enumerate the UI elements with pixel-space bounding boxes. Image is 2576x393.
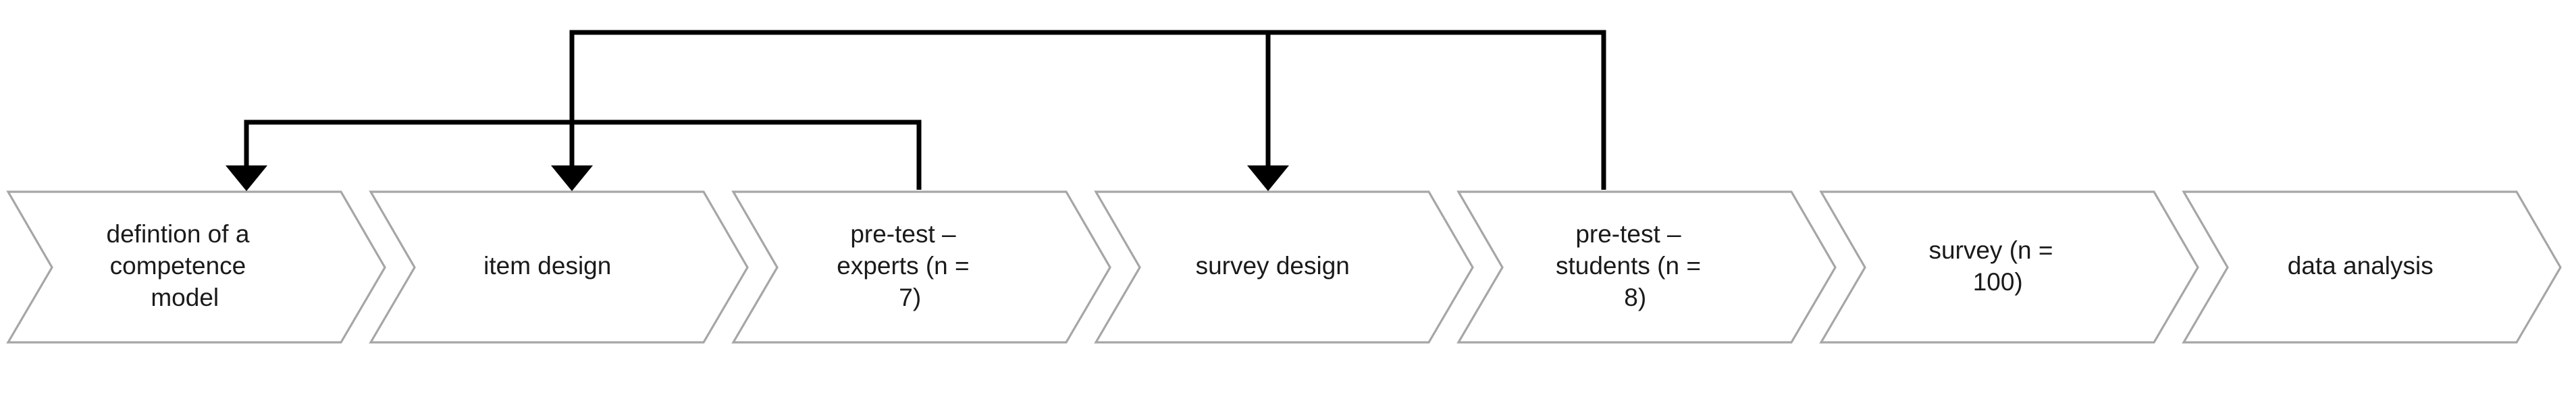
chevron-label-line: defintion of a — [107, 220, 250, 248]
arrowhead-down-icon — [226, 165, 267, 191]
chevron-shape — [1456, 190, 1837, 344]
chevron-label-line: 7) — [899, 284, 921, 311]
chevron-shape — [1819, 190, 2199, 344]
arrowhead-down-icon — [1247, 165, 1289, 191]
chevron-shape — [731, 190, 1111, 344]
chevron-label: pre-test – students (n = 8) — [1556, 220, 1701, 311]
chevron-label-line: competence — [110, 252, 246, 280]
chevron-shape — [1094, 190, 1474, 344]
chevron-label-line: 100) — [1973, 268, 2023, 296]
chevron-shape — [6, 190, 386, 344]
chevron-label-line: item design — [483, 252, 611, 280]
chevron-label-line: pre-test – — [850, 220, 956, 248]
chevron-steps-group: defintion of a competence model item des… — [0, 0, 2562, 344]
feedback-connector-from-pre-test-students — [551, 30, 1606, 191]
chevron-label: defintion of a competence model — [0, 0, 325, 311]
chevron-shape — [369, 190, 749, 344]
chevron-label-line: survey design — [1196, 252, 1350, 280]
chevron-shape — [2182, 190, 2562, 344]
chevron-label-line: data analysis — [2288, 252, 2434, 280]
chevron-step-survey-design[interactable]: survey design — [0, 0, 1474, 344]
chevron-label: survey (n = 100) — [1928, 236, 2053, 296]
chevron-step-definition-of-a-competence-model[interactable]: defintion of a competence model — [0, 0, 386, 344]
chevron-step-item-design[interactable]: item design — [0, 0, 749, 344]
feedback-connector-from-pre-test-experts — [226, 120, 922, 191]
chevron-label-line: students (n = — [1556, 252, 1701, 280]
chevron-step-data-analysis[interactable]: data analysis — [0, 0, 2562, 344]
chevron-label-line: pre-test – — [1575, 220, 1681, 248]
chevron-label: item design — [0, 0, 674, 280]
chevron-step-pre-test-experts[interactable]: pre-test – experts (n = 7) — [0, 0, 1111, 344]
chevron-step-pre-test-students[interactable]: pre-test – students (n = 8) — [0, 0, 1837, 344]
chevron-label: pre-test – experts (n = 7) — [0, 0, 1046, 311]
chevron-step-survey[interactable]: survey (n = 100) — [0, 0, 2199, 344]
chevron-label: data analysis — [2288, 252, 2434, 280]
chevron-label-line: experts (n = — [837, 252, 969, 280]
chevron-label-line: 8) — [1624, 284, 1646, 311]
arrowhead-down-icon — [551, 165, 593, 191]
chevron-label-line: survey (n = — [1928, 236, 2053, 264]
chevron-label-line: model — [151, 284, 219, 311]
chevron-label: survey design — [0, 0, 1412, 280]
